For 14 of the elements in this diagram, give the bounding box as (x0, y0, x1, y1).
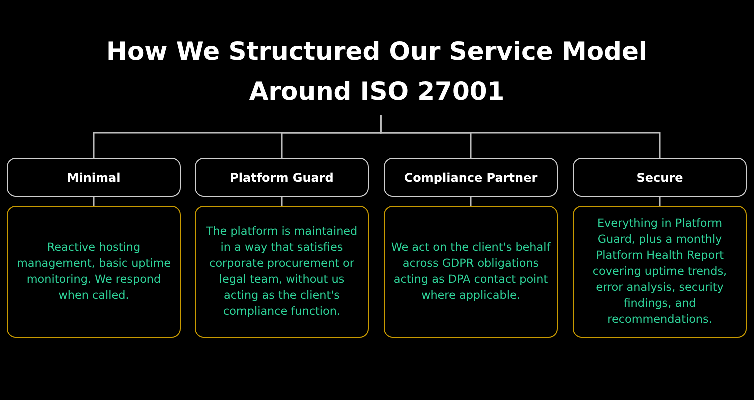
connector-line (380, 115, 661, 158)
connector-line (93, 197, 95, 206)
connector-line (470, 197, 472, 206)
description-box: Reactive hosting management, basic uptime monitoring. We respond when called. (7, 206, 181, 338)
tier-header-box: Platform Guard (195, 158, 369, 197)
description-box: We act on the client's behalf across GDPR obligations acting as DPA contact point where applicable. (384, 206, 558, 338)
tier-header-box: Secure (573, 158, 747, 197)
tier-header-box: Minimal (7, 158, 181, 197)
tier-header-box: Compliance Partner (384, 158, 558, 197)
connector-line (281, 197, 283, 206)
description-box: Everything in Platform Guard, plus a monthly Platform Health Report covering uptime trends, error analysis, security findings, and recommendations. (573, 206, 747, 338)
description-box: The platform is maintained in a way that satisfies corporate procurement or legal team, without us acting as the client's compliance function. (195, 206, 369, 338)
title: How We Structured Our Service Model Around ISO 27001 (106, 36, 648, 108)
connector-line (659, 197, 661, 206)
